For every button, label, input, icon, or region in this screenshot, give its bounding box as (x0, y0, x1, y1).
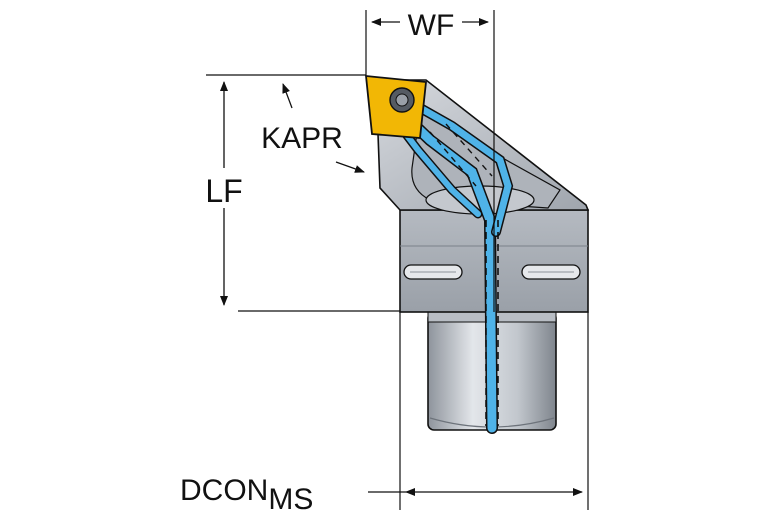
extension-lines (206, 10, 589, 510)
kapr-label: KAPR (261, 122, 343, 155)
dcon-label-sub: MS (268, 483, 313, 516)
kapr-dimension: KAPR (261, 83, 365, 173)
wf-dimension: WF (371, 8, 489, 42)
lf-label: LF (205, 173, 242, 209)
dcon-dimension: DCONMS (180, 474, 583, 516)
cutting-insert (364, 74, 427, 139)
lf-dimension: LF (196, 81, 252, 306)
dcon-label: DCONMS (180, 474, 313, 516)
wf-label: WF (408, 9, 455, 42)
dcon-label-main: DCON (180, 474, 268, 507)
